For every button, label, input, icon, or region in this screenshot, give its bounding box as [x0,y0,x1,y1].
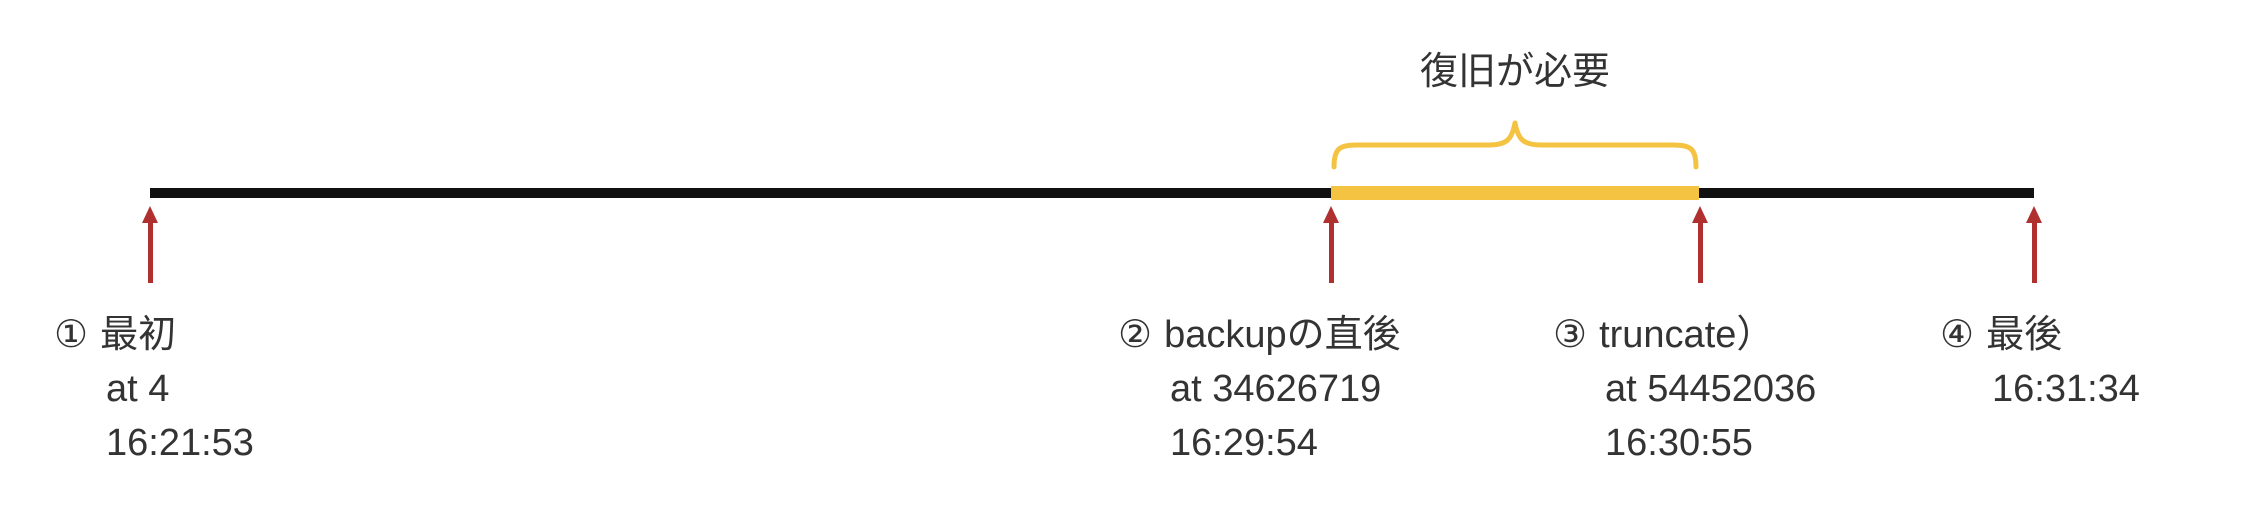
up-arrow-icon [1323,206,1339,283]
marker-line: 16:21:53 [106,422,254,464]
timeline-bar [150,188,2034,198]
marker-line: 16:31:34 [1992,368,2140,410]
marker-number: ④ [1940,314,1975,356]
arrow-shaft [147,223,153,283]
arrow-head [142,206,158,223]
marker-number: ③ [1553,314,1588,356]
marker-line: at 4 [106,368,170,410]
arrow-shaft [1697,223,1703,283]
highlight-segment [1331,186,1699,200]
up-arrow-icon [142,206,158,283]
marker-number: ① [54,314,89,356]
marker-line: 16:29:54 [1170,422,1318,464]
marker-number: ② [1118,314,1153,356]
arrow-shaft [1328,223,1334,283]
marker-line: at 54452036 [1605,368,1817,410]
marker-line: 16:30:55 [1605,422,1753,464]
curly-brace-icon [1331,120,1699,170]
brace-label: 復旧が必要 [1419,51,1610,93]
marker-line: at 34626719 [1170,368,1382,410]
arrow-head [2026,206,2042,223]
up-arrow-icon [2026,206,2042,283]
arrow-shaft [2031,223,2037,283]
arrow-head [1323,206,1339,223]
arrow-head [1692,206,1708,223]
up-arrow-icon [1692,206,1708,283]
